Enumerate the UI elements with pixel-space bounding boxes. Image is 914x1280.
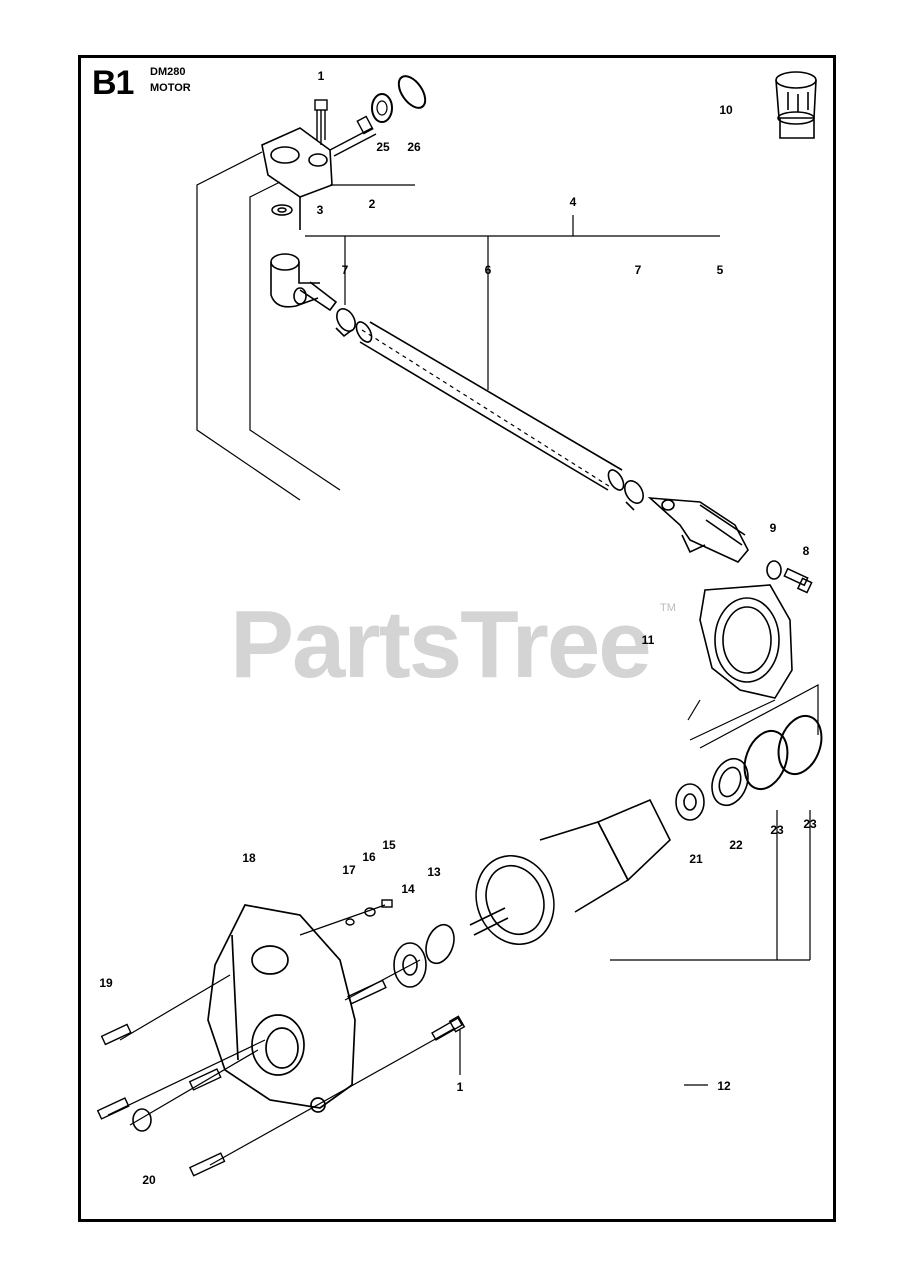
seal-25 bbox=[371, 93, 393, 123]
watermark: PartsTree bbox=[230, 591, 652, 698]
seal-22 bbox=[711, 757, 749, 807]
watermark-tm: TM bbox=[660, 602, 676, 614]
callout-label: 15 bbox=[382, 838, 396, 852]
callout-label: 17 bbox=[342, 863, 356, 877]
callout-label: 10 bbox=[719, 103, 733, 117]
screw-1b bbox=[431, 1015, 466, 1041]
callout-label: 6 bbox=[484, 263, 492, 277]
valve-5 bbox=[647, 497, 749, 563]
elbow-fitting bbox=[270, 253, 338, 312]
callout-label: 19 bbox=[99, 976, 113, 990]
callout-label: 26 bbox=[407, 140, 421, 154]
callout-label: 25 bbox=[376, 140, 390, 154]
model-number: DM280 bbox=[150, 66, 186, 78]
callout-label: 7 bbox=[341, 263, 349, 277]
callout-label: 14 bbox=[401, 882, 415, 896]
callout-label: 1 bbox=[317, 69, 325, 83]
housing-18 bbox=[207, 904, 356, 1113]
washer-3 bbox=[271, 204, 293, 216]
clamp-7b bbox=[624, 480, 644, 511]
screw-19 bbox=[100, 1023, 132, 1046]
callout-label: 21 bbox=[689, 852, 703, 866]
part-17 bbox=[345, 918, 355, 926]
screw-long bbox=[347, 979, 387, 1005]
callout-label: 16 bbox=[362, 850, 376, 864]
screw-20a bbox=[96, 1097, 130, 1120]
washer-9 bbox=[766, 560, 782, 580]
callout-label: 12 bbox=[717, 1079, 731, 1093]
nozzle-10 bbox=[775, 71, 817, 139]
screw-14 bbox=[381, 899, 393, 908]
o-ring-23b bbox=[777, 714, 823, 776]
callout-label: 18 bbox=[242, 851, 256, 865]
callout-label: 2 bbox=[368, 197, 376, 211]
callout-label: 22 bbox=[729, 838, 743, 852]
section-id: B1 bbox=[92, 64, 134, 102]
screw-20b bbox=[188, 1152, 226, 1177]
screw-top bbox=[314, 99, 328, 145]
coupling-bracket bbox=[261, 127, 333, 230]
leader-lines bbox=[107, 151, 819, 1166]
bearing-21 bbox=[675, 783, 705, 821]
plug-20 bbox=[132, 1108, 152, 1132]
callout-label: 11 bbox=[641, 633, 655, 647]
callout-label: 20 bbox=[142, 1173, 156, 1187]
callout-label: 8 bbox=[802, 544, 810, 558]
callout-label: 23 bbox=[803, 817, 817, 831]
armature bbox=[469, 798, 671, 946]
screw-8 bbox=[783, 567, 813, 594]
o-ring-23a bbox=[743, 729, 789, 791]
callout-label: 1 bbox=[456, 1080, 464, 1094]
bearing-13 bbox=[393, 923, 455, 988]
callout-label: 23 bbox=[770, 823, 784, 837]
screw-mid bbox=[188, 1068, 222, 1091]
callout-label: 13 bbox=[427, 865, 441, 879]
callout-label: 3 bbox=[316, 203, 324, 217]
callout-label: 4 bbox=[569, 195, 577, 209]
callout-label: 7 bbox=[634, 263, 642, 277]
part-16 bbox=[364, 907, 376, 917]
hose-6 bbox=[355, 321, 625, 491]
diagram-frame bbox=[78, 55, 836, 1222]
bolt-25 bbox=[329, 115, 377, 157]
callout-label: 5 bbox=[716, 263, 724, 277]
plate-11 bbox=[699, 584, 793, 699]
clamp-7 bbox=[335, 308, 356, 338]
diagram-title: MOTOR bbox=[150, 82, 191, 94]
o-ring-26 bbox=[397, 75, 427, 109]
callout-label: 9 bbox=[769, 521, 777, 535]
